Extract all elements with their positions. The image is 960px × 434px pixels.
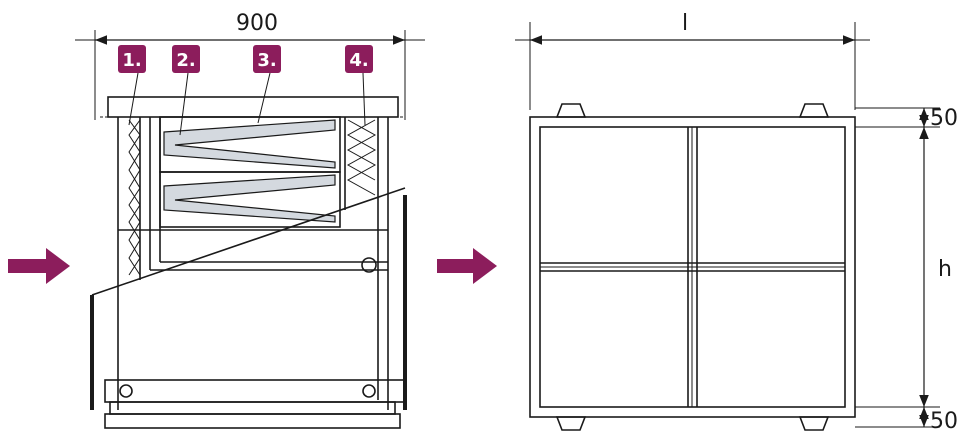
bag-filter (159, 116, 341, 228)
arrow-right-icon (8, 248, 70, 284)
top-collar (107, 96, 399, 118)
length-dimension: l (515, 11, 870, 110)
height-label: h (938, 257, 952, 282)
part-badge-2: 2. (172, 45, 200, 136)
frame-outer (529, 116, 856, 418)
arrow-right-icon (437, 248, 497, 284)
filter-4-pleated (344, 117, 379, 210)
side-view: 900 (8, 11, 425, 429)
length-label: l (682, 11, 688, 36)
width-dimension: 900 (75, 11, 425, 120)
section-cut-line (91, 187, 406, 296)
width-label: 900 (236, 11, 278, 36)
part-badge-1: 1. (118, 45, 146, 126)
svg-text:3.: 3. (257, 50, 276, 71)
filter-1-pleated (128, 117, 141, 280)
part-badge-4: 4. (345, 45, 373, 126)
lower-frame (90, 195, 407, 429)
height-dimension: 50 h 50 (855, 106, 958, 434)
top-flange-label: 50 (930, 106, 958, 131)
svg-text:2.: 2. (176, 50, 195, 71)
front-view: l 50 h 50 (437, 11, 958, 434)
bottom-flange-label: 50 (930, 409, 958, 434)
svg-text:1.: 1. (122, 50, 141, 71)
svg-text:4.: 4. (349, 50, 368, 71)
part-badge-3: 3. (253, 45, 281, 124)
